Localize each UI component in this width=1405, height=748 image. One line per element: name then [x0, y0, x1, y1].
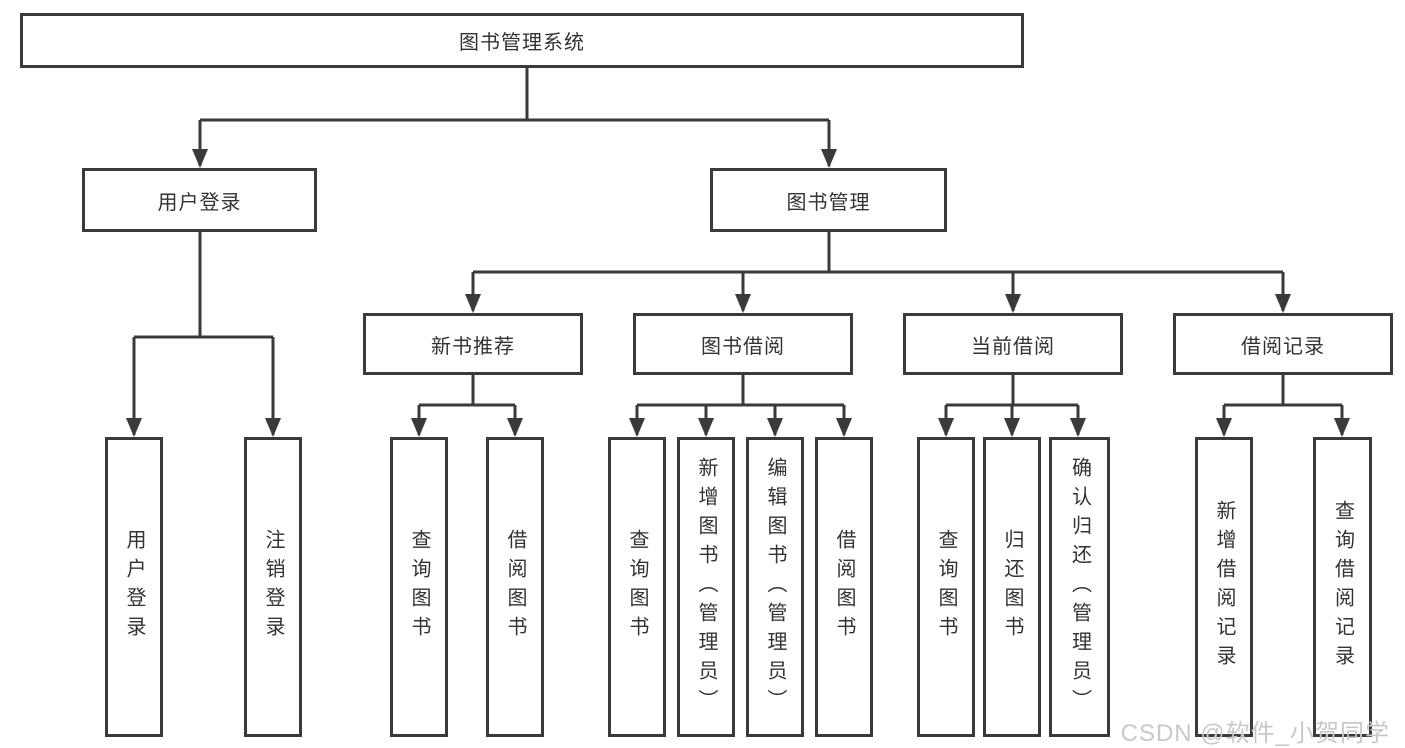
node-label: 新书推荐	[431, 335, 515, 358]
arrow-down-icon	[698, 418, 714, 437]
node-book-borrow: 图书借阅	[633, 313, 853, 375]
arrow-down-icon	[126, 418, 142, 437]
node-new-book-recommend: 新书推荐	[363, 313, 583, 375]
leaf-label: 借阅图书	[833, 529, 855, 645]
leaf-label: 注销登录	[262, 529, 284, 645]
leaf-query-book-3: 查询图书	[917, 437, 975, 737]
leaf-borrow-book-1: 借阅图书	[486, 437, 544, 737]
node-borrow-record: 借阅记录	[1173, 313, 1393, 375]
leaf-confirm-return-admin: 确认归还（管理员）	[1049, 437, 1110, 737]
arrow-down-icon	[629, 418, 645, 437]
node-label: 当前借阅	[971, 335, 1055, 358]
arrow-down-icon	[1005, 294, 1021, 313]
node-label: 图书管理	[786, 191, 871, 214]
csdn-watermark: CSDN @软件_小贺同学	[1120, 720, 1390, 747]
arrow-down-icon	[735, 294, 751, 313]
node-root-label: 图书管理系统	[459, 32, 585, 54]
node-user-login-module: 用户登录	[82, 168, 317, 232]
arrowheads	[126, 149, 1350, 437]
leaf-edit-book-admin: 编辑图书（管理员）	[746, 437, 804, 737]
node-current-borrow: 当前借阅	[903, 313, 1123, 375]
arrow-down-icon	[265, 418, 281, 437]
leaf-add-borrow-record: 新增借阅记录	[1195, 437, 1253, 737]
arrow-down-icon	[1004, 418, 1020, 437]
leaf-add-book-admin: 新增图书（管理员）	[677, 437, 735, 737]
leaf-label: 新增图书（管理员）	[695, 456, 717, 718]
leaf-label: 归还图书	[1001, 529, 1023, 645]
node-book-management-module: 图书管理	[710, 168, 947, 232]
leaf-label: 借阅图书	[504, 529, 526, 645]
node-label: 借阅记录	[1241, 335, 1325, 358]
arrow-down-icon	[1070, 418, 1086, 437]
arrow-down-icon	[465, 294, 481, 313]
arrow-down-icon	[938, 418, 954, 437]
leaf-label: 查询图书	[408, 529, 430, 645]
connector-stems	[132, 68, 1344, 435]
node-root: 图书管理系统	[20, 13, 1024, 68]
leaf-query-borrow-record: 查询借阅记录	[1313, 437, 1372, 737]
leaf-return-book: 归还图书	[983, 437, 1041, 737]
leaf-label: 编辑图书（管理员）	[764, 456, 786, 718]
arrow-down-icon	[821, 149, 837, 168]
arrow-down-icon	[411, 418, 427, 437]
leaf-user-logout: 注销登录	[244, 437, 302, 737]
arrow-down-icon	[1275, 294, 1291, 313]
leaf-user-login: 用户登录	[105, 437, 163, 737]
leaf-label: 查询借阅记录	[1331, 500, 1354, 674]
leaf-label: 查询图书	[935, 529, 957, 645]
leaf-borrow-book-2: 借阅图书	[815, 437, 873, 737]
arrow-down-icon	[192, 149, 208, 168]
leaf-label: 新增借阅记录	[1213, 500, 1235, 674]
arrow-down-icon	[1216, 418, 1232, 437]
node-label: 图书借阅	[701, 335, 785, 358]
arrow-down-icon	[1334, 418, 1350, 437]
leaf-query-book-1: 查询图书	[390, 437, 448, 737]
leaf-label: 确认归还（管理员）	[1068, 456, 1091, 718]
arrow-down-icon	[767, 418, 783, 437]
arrow-down-icon	[836, 418, 852, 437]
leaf-query-book-2: 查询图书	[608, 437, 666, 737]
node-label: 用户登录	[157, 191, 242, 214]
arrow-down-icon	[507, 418, 523, 437]
leaf-label: 查询图书	[626, 529, 648, 645]
leaf-label: 用户登录	[123, 529, 145, 645]
